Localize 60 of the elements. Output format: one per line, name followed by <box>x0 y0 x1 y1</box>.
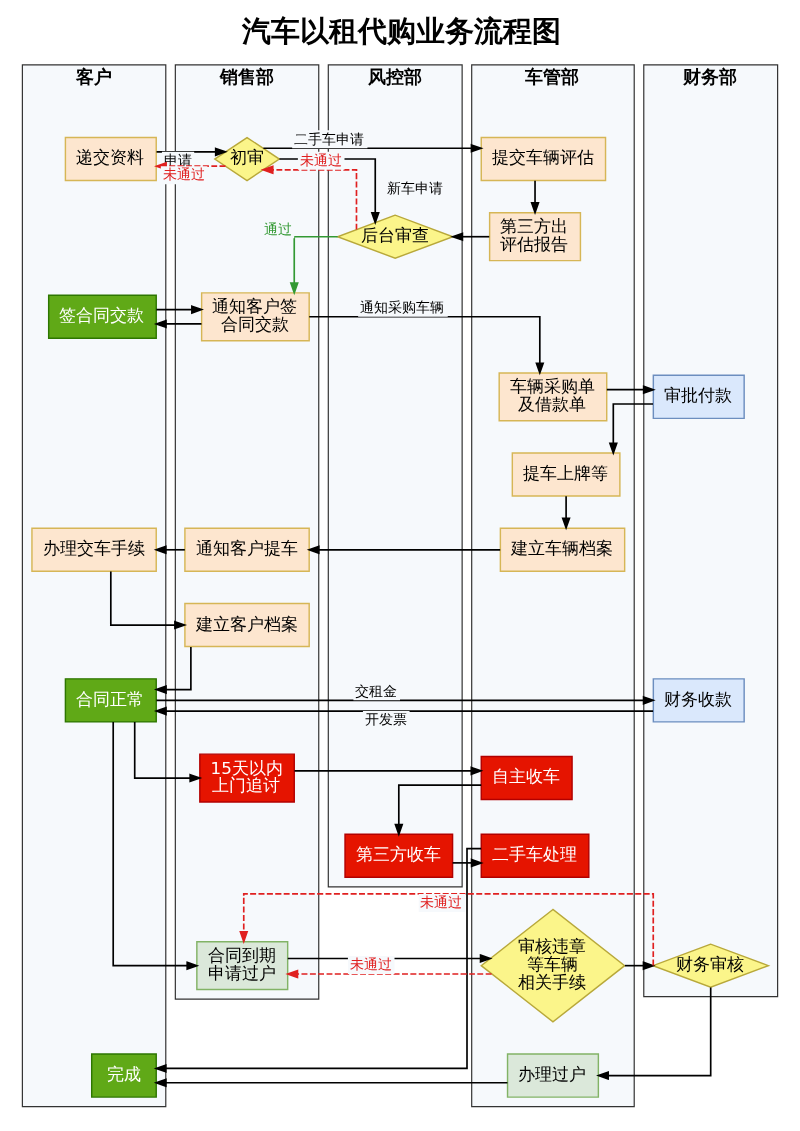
arrow <box>153 706 654 716</box>
arrow <box>155 695 656 705</box>
arrow <box>293 766 484 776</box>
arrow <box>153 1078 509 1088</box>
edge-label: 通知采购车辆 <box>359 299 444 316</box>
arrow <box>155 305 204 315</box>
diagram-title: 汽车以租代购业务流程图 <box>241 14 561 49</box>
edge-label: 通过 <box>263 220 292 237</box>
node-box: 建立客户档案 <box>184 602 310 648</box>
arrow <box>394 784 483 837</box>
arrow <box>112 721 200 971</box>
node-box: 第三方收车 <box>344 833 454 878</box>
arrow <box>450 232 491 242</box>
edge-label: 未通过 <box>162 166 205 183</box>
edge-label: 未通过 <box>420 894 463 911</box>
node-box: 二手车处理 <box>480 833 590 878</box>
arrow <box>153 646 192 695</box>
node-diamond: 财务审核 <box>651 943 771 988</box>
node-box: 财务收款 <box>652 678 745 723</box>
node-box: 合同到期申请过户 <box>196 941 289 991</box>
node-box: 办理过户 <box>506 1053 600 1098</box>
arrow <box>133 721 203 783</box>
node-box: 通知客户签合同交款 <box>200 292 310 342</box>
node-box: 审批付款 <box>652 374 745 420</box>
node-box: 提车上牌等 <box>511 452 621 497</box>
node-box: 提交车辆评估 <box>480 136 607 182</box>
node-box: 递交资料 <box>64 136 157 182</box>
edge-label: 未通过 <box>349 956 392 973</box>
arrow <box>608 403 654 456</box>
node-box: 第三方出评估报告 <box>488 212 582 262</box>
node-box: 签合同交款 <box>47 294 157 339</box>
edge-label: 新车申请 <box>386 179 443 196</box>
arrow <box>262 143 484 153</box>
arrow <box>596 986 712 1081</box>
arrow <box>155 147 228 157</box>
node-box: 通知客户提车 <box>184 527 310 573</box>
node-box: 建立车辆档案 <box>499 527 626 573</box>
node-box: 自主收车 <box>480 755 573 801</box>
arrow <box>606 385 656 395</box>
node-box: 办理交车手续 <box>31 527 157 573</box>
arrow <box>624 961 656 971</box>
arrow <box>289 235 339 296</box>
arrow <box>306 545 502 555</box>
edge-label: 申请 <box>163 152 192 169</box>
edge-label: 未通过 <box>299 152 342 169</box>
arrow <box>530 179 540 215</box>
edge-label: 开发票 <box>364 711 407 728</box>
edge-label: 交租金 <box>355 682 398 699</box>
arrow <box>308 315 545 376</box>
arrow <box>451 858 484 868</box>
arrow <box>153 319 203 329</box>
arrow <box>153 545 186 555</box>
node-box: 15天以内上门追讨 <box>199 753 295 803</box>
arrow <box>109 570 188 630</box>
arrow <box>561 495 571 531</box>
arrow <box>285 969 493 979</box>
arrow <box>260 165 358 231</box>
node-box: 完成 <box>90 1053 157 1098</box>
node-box: 车辆采购单及借款单 <box>498 372 608 422</box>
node-box: 合同正常 <box>64 678 157 723</box>
